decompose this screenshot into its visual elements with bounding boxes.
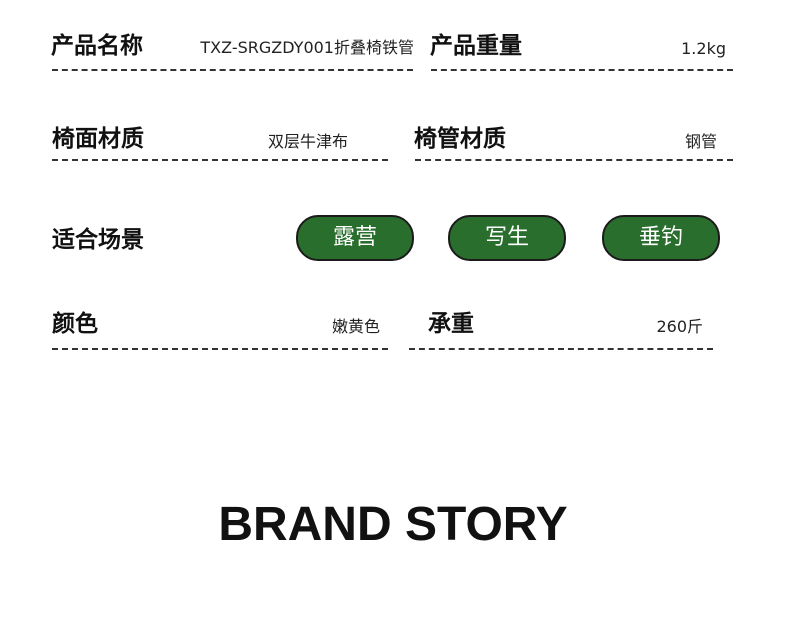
product-weight-value: 1.2kg [681,39,726,58]
divider [409,348,713,350]
brand-story-heading: BRAND STORY [218,498,568,551]
divider [52,69,413,71]
divider [52,348,388,350]
load-label: 承重 [428,311,474,337]
tube-material-value: 钢管 [684,132,717,151]
scene-tag-fishing: 垂钓 [602,215,720,261]
product-name-value: TXZ-SRGZDY001折叠椅铁管 [200,38,414,57]
scene-tag-camping: 露营 [296,215,414,261]
divider [52,159,388,161]
divider [431,69,733,71]
product-weight-label: 产品重量 [430,33,522,59]
seat-material-label: 椅面材质 [52,126,144,152]
divider [415,159,733,161]
load-value: 260斤 [656,317,703,336]
seat-material-value: 双层牛津布 [267,132,348,151]
tube-material-label: 椅管材质 [414,126,506,152]
color-label: 颜色 [52,311,98,337]
scene-tag-sketching: 写生 [448,215,566,261]
color-value: 嫩黄色 [331,317,380,336]
product-name-label: 产品名称 [51,33,143,59]
scene-label: 适合场景 [52,227,144,253]
